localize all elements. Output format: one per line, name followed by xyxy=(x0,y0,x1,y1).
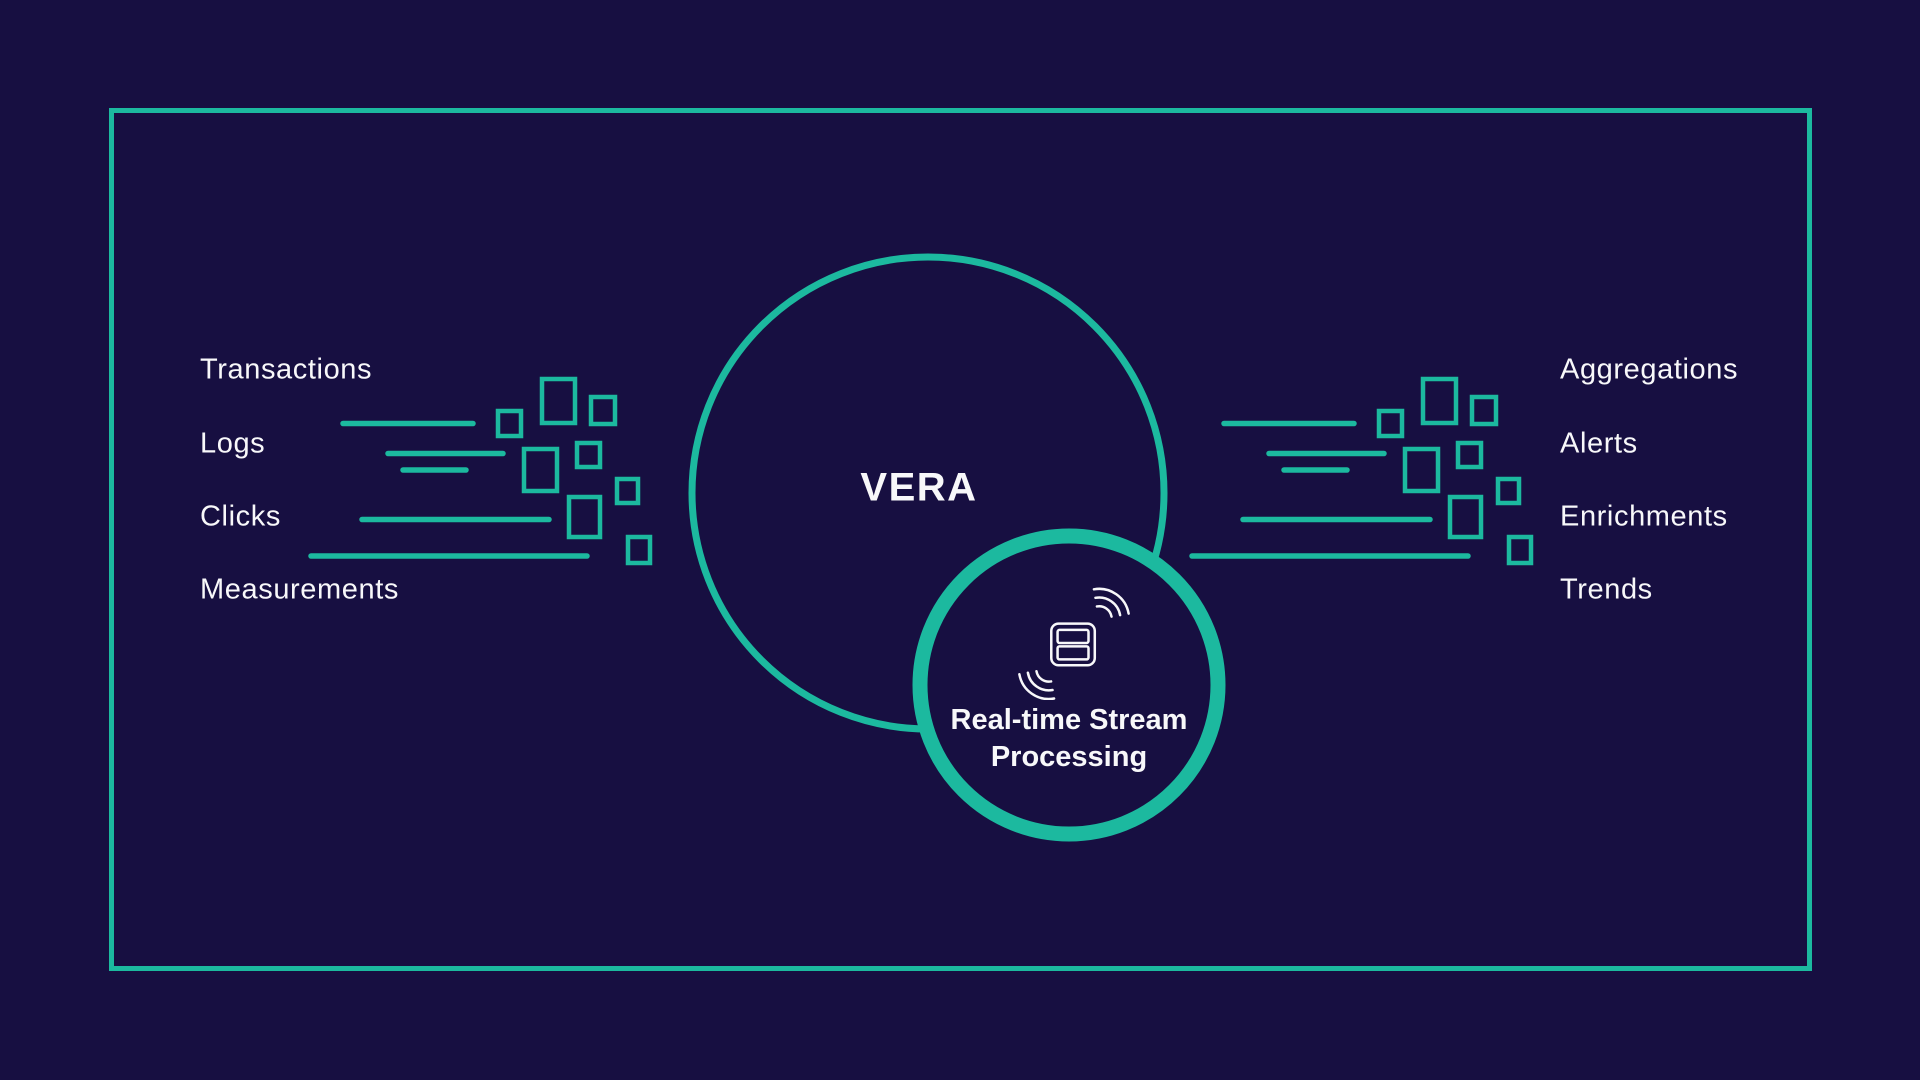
processor-label: Real-time Stream Processing xyxy=(951,702,1188,776)
output-label-trends: Trends xyxy=(1560,573,1653,606)
data-stream-left xyxy=(311,379,650,563)
input-label-logs: Logs xyxy=(200,427,266,460)
output-label-alerts: Alerts xyxy=(1560,427,1638,460)
frame-border xyxy=(109,108,1812,971)
data-stream-right xyxy=(1192,379,1531,563)
processor-label-line1: Real-time Stream xyxy=(950,703,1188,736)
processor-circle xyxy=(912,528,1226,842)
input-label-measurements: Measurements xyxy=(200,573,399,606)
output-label-enrichments: Enrichments xyxy=(1560,500,1728,533)
output-label-aggregations: Aggregations xyxy=(1560,353,1739,386)
input-label-clicks: Clicks xyxy=(200,500,281,533)
processor-label-line2: Processing xyxy=(990,741,1148,773)
core-title: VERA xyxy=(860,465,978,510)
input-label-transactions: Transactions xyxy=(200,353,373,386)
stream-processing-icon xyxy=(1018,587,1130,700)
